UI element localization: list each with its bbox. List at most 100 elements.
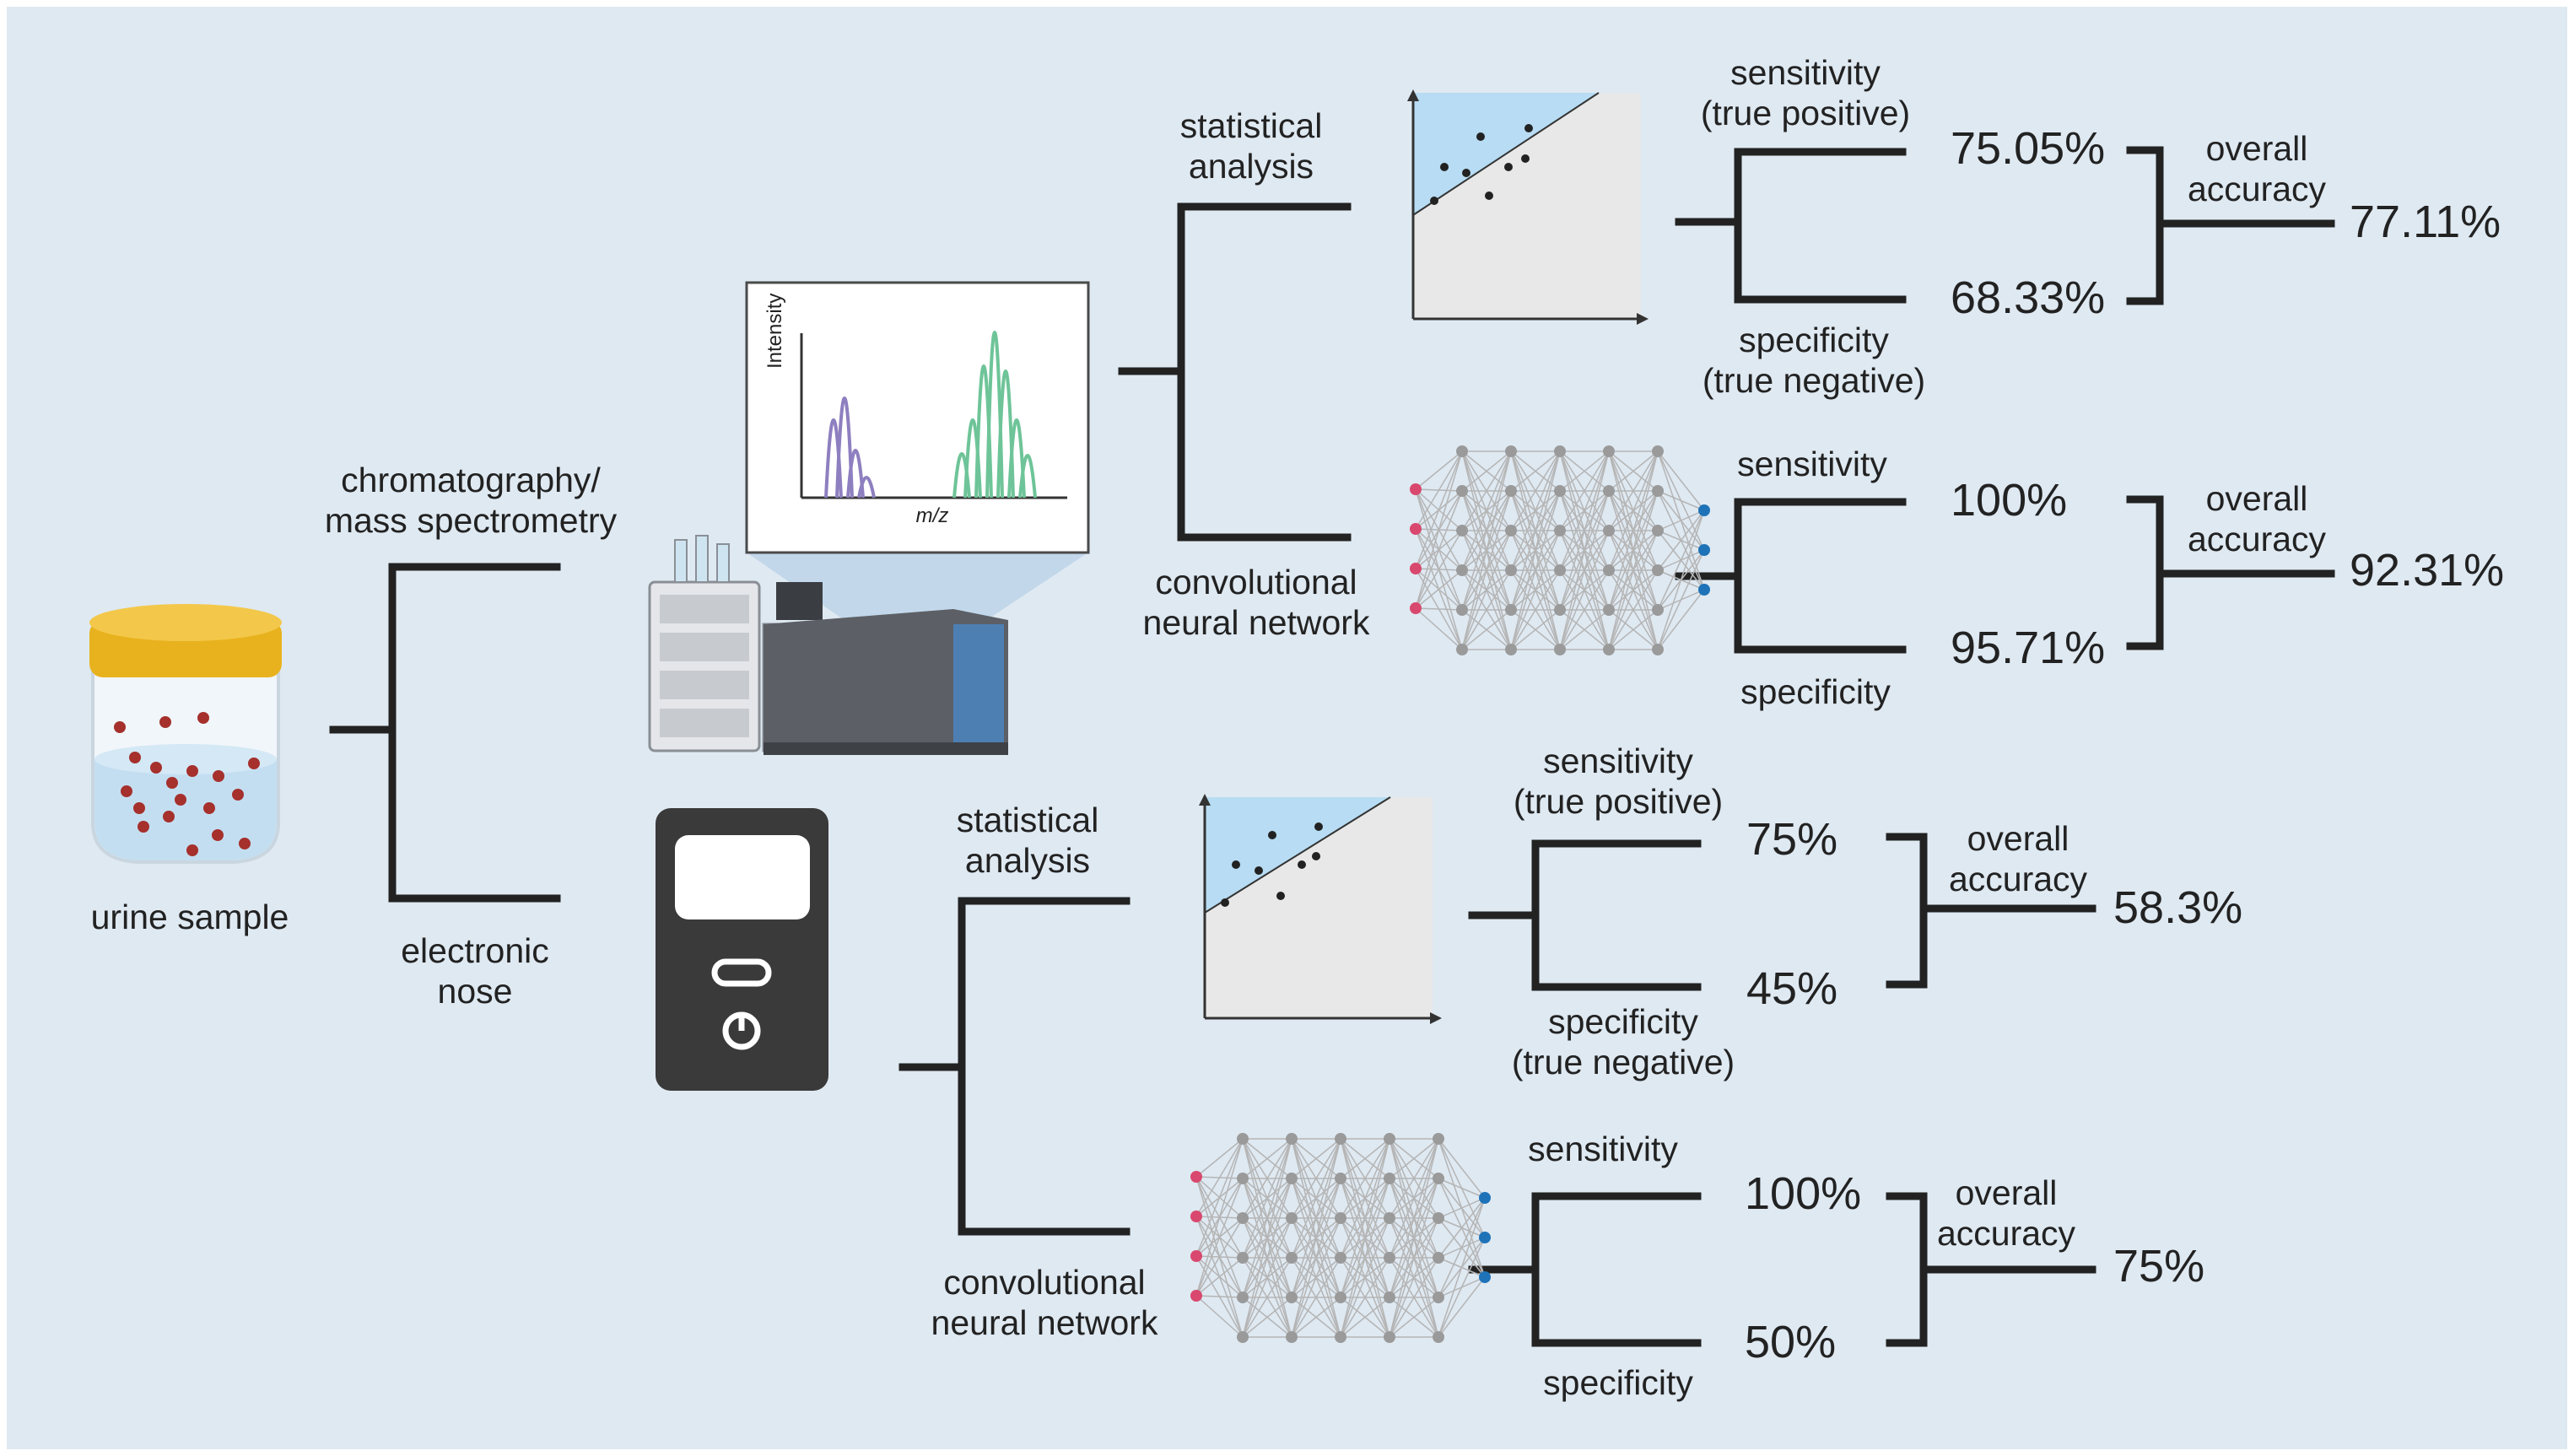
scatter-point xyxy=(1314,822,1323,831)
spectrum-peak xyxy=(846,449,865,499)
input-node xyxy=(1190,1211,1202,1222)
particle-dot xyxy=(121,785,132,797)
hidden-node xyxy=(1652,564,1664,576)
hidden-node xyxy=(1456,485,1468,497)
particle-dot xyxy=(213,770,224,782)
output-node xyxy=(1698,544,1710,556)
spectrum-peak xyxy=(835,396,854,499)
particle-dot xyxy=(232,789,244,801)
particle-dot xyxy=(212,829,224,841)
hidden-node xyxy=(1335,1212,1346,1224)
particle-dot xyxy=(114,721,126,733)
hidden-node xyxy=(1384,1212,1395,1224)
overall-accuracy-value: 75% xyxy=(2113,1241,2205,1292)
hidden-node xyxy=(1456,445,1468,457)
hidden-node xyxy=(1603,525,1615,537)
hidden-node xyxy=(1237,1292,1249,1303)
urine-sample-jar-icon xyxy=(89,604,282,864)
particle-dot xyxy=(138,821,149,833)
input-node xyxy=(1190,1171,1202,1183)
hidden-node xyxy=(1652,525,1664,537)
sensitivity-label: sensitivity xyxy=(1737,445,1887,483)
hidden-node xyxy=(1652,445,1664,457)
hidden-node xyxy=(1335,1292,1346,1303)
hidden-node xyxy=(1286,1252,1298,1264)
sensitivity-value: 75.05% xyxy=(1951,123,2106,174)
hidden-node xyxy=(1554,485,1566,497)
hidden-node xyxy=(1603,485,1615,497)
nn-connections xyxy=(1195,1138,1486,1338)
particle-dot xyxy=(163,811,175,822)
sensitivity-label: sensitivity xyxy=(1528,1130,1678,1168)
hidden-node xyxy=(1237,1331,1249,1343)
scatter-point xyxy=(1440,163,1449,171)
specificity-value: 95.71% xyxy=(1951,623,2106,673)
hidden-node xyxy=(1603,445,1615,457)
sensitivity-value: 100% xyxy=(1745,1168,1862,1219)
spectrum-peak xyxy=(857,476,876,499)
statistical-analysis-plot xyxy=(1199,794,1442,1024)
hidden-node xyxy=(1433,1212,1444,1224)
particle-dot xyxy=(197,712,209,724)
hidden-node xyxy=(1384,1133,1395,1145)
hidden-node xyxy=(1505,525,1517,537)
hidden-node xyxy=(1554,525,1566,537)
hidden-node xyxy=(1603,604,1615,616)
hidden-node xyxy=(1554,644,1566,655)
hidden-node xyxy=(1335,1252,1346,1264)
output-node xyxy=(1479,1232,1491,1243)
hidden-node xyxy=(1384,1252,1395,1264)
scatter-point xyxy=(1221,898,1229,907)
hidden-node xyxy=(1456,564,1468,576)
hidden-node xyxy=(1456,644,1468,655)
output-node xyxy=(1479,1192,1491,1204)
hidden-node xyxy=(1237,1252,1249,1264)
spectrum-peak xyxy=(1007,418,1026,499)
hidden-node xyxy=(1237,1212,1249,1224)
diagram-background xyxy=(7,7,2567,1449)
specificity-label: specificity xyxy=(1740,672,1891,711)
scatter-point xyxy=(1312,852,1320,860)
hidden-node xyxy=(1505,485,1517,497)
mass-spectrum-plot xyxy=(745,281,1090,554)
particle-dot xyxy=(150,762,162,774)
scatter-point xyxy=(1298,860,1306,869)
spectrum-y-label: Intensity xyxy=(764,293,786,369)
spectrum-peak xyxy=(996,369,1015,499)
hidden-node xyxy=(1505,445,1517,457)
overall-accuracy-value: 92.31% xyxy=(2350,545,2505,596)
hidden-node xyxy=(1384,1173,1395,1184)
scatter-point xyxy=(1276,892,1285,900)
hidden-node xyxy=(1505,644,1517,655)
sensitivity-value: 100% xyxy=(1951,475,2068,526)
hidden-node xyxy=(1384,1292,1395,1303)
input-node xyxy=(1410,563,1422,574)
neural-network-graphic xyxy=(1410,445,1710,655)
scatter-point xyxy=(1232,860,1240,869)
scatter-point xyxy=(1524,124,1533,132)
input-node xyxy=(1410,523,1422,535)
particle-dot xyxy=(159,716,171,728)
hidden-node xyxy=(1433,1252,1444,1264)
particle-dot xyxy=(203,802,215,814)
scatter-point xyxy=(1476,132,1485,141)
particle-dot xyxy=(129,752,141,763)
specificity-value: 50% xyxy=(1745,1317,1837,1367)
hidden-node xyxy=(1335,1173,1346,1184)
hidden-node xyxy=(1237,1173,1249,1184)
spectrum-x-label: m/z xyxy=(915,504,949,527)
specificity-label: specificity xyxy=(1543,1363,1693,1402)
sensitivity-label: sensitivity(true positive) xyxy=(1700,53,1911,133)
sample-particles xyxy=(114,712,260,856)
specificity-label: specificity(true negative) xyxy=(1511,1002,1735,1082)
scatter-point xyxy=(1268,831,1276,839)
hidden-node xyxy=(1505,564,1517,576)
spectrum-peaks xyxy=(824,331,1037,499)
particle-dot xyxy=(186,765,198,777)
scatter-point xyxy=(1485,191,1493,200)
